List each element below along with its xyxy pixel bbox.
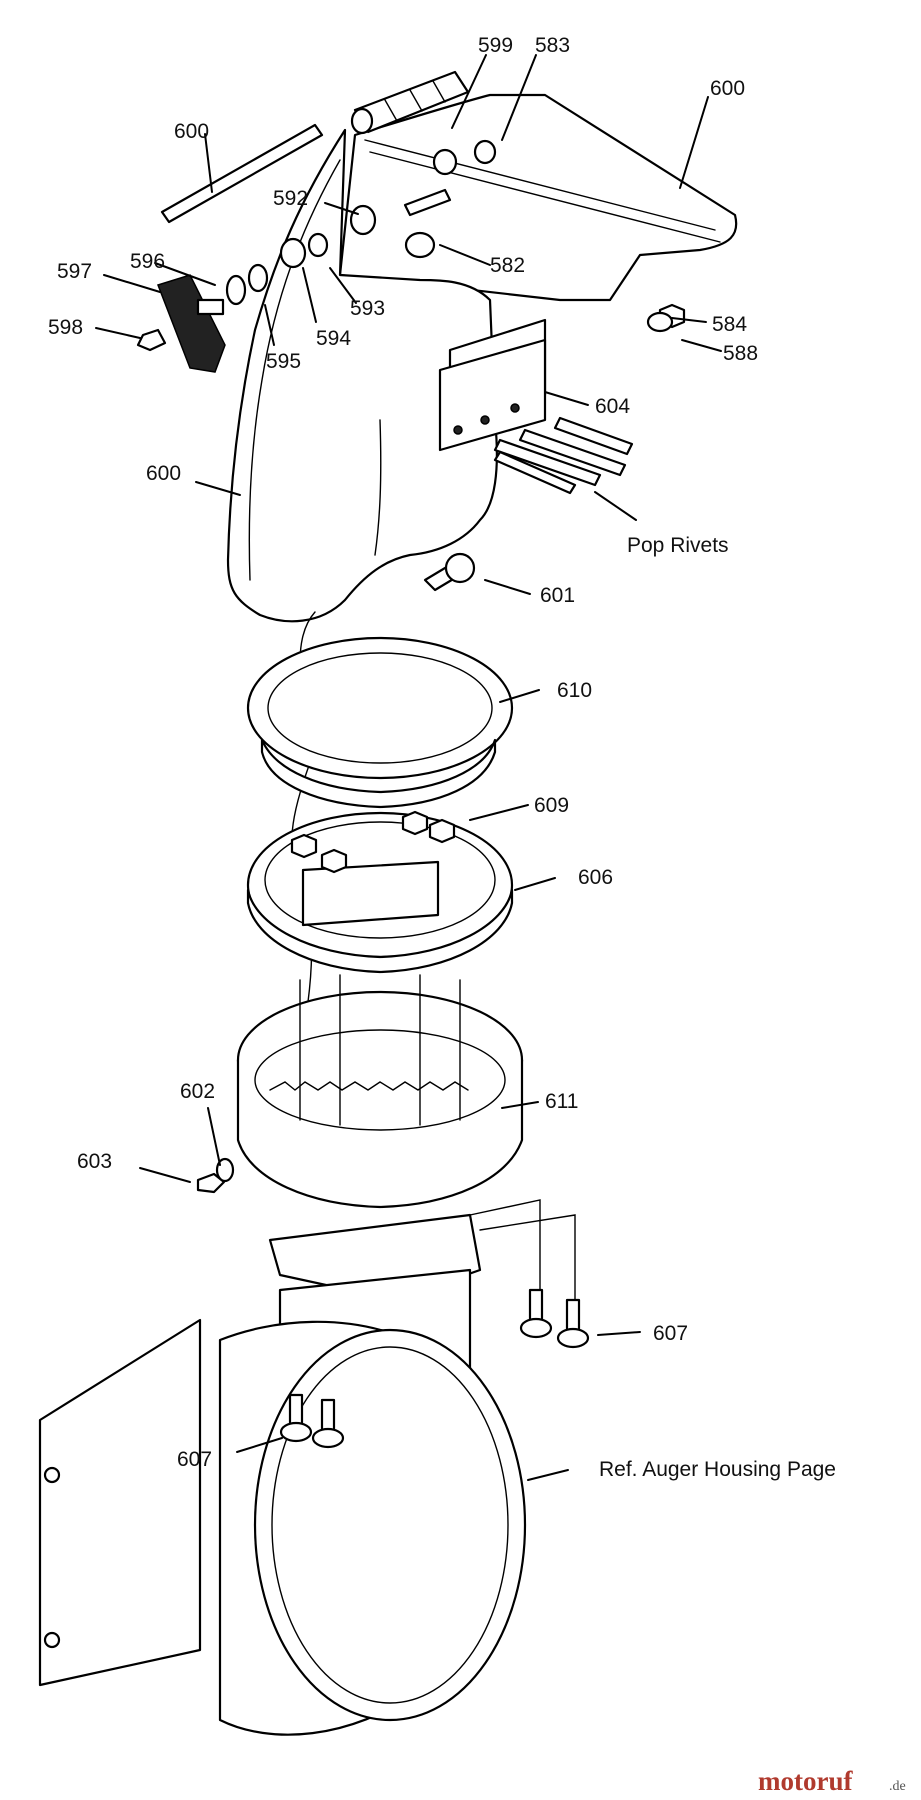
callout-607-left: 607 — [177, 1448, 212, 1471]
callout-588: 588 — [723, 342, 758, 365]
callout-607-right: 607 — [653, 1322, 688, 1345]
motoruf-logo: motoruf .de — [758, 1766, 906, 1796]
callout-582: 582 — [490, 254, 525, 277]
callout-592: 592 — [273, 187, 308, 210]
callout-603: 603 — [77, 1150, 112, 1173]
callout-599: 599 — [478, 34, 513, 57]
lower-chute-and-housing — [38, 1199, 590, 1736]
gear-ring-611 — [196, 974, 524, 1209]
watermark-brand: motoruf — [758, 1766, 853, 1796]
callout-611: 611 — [545, 1090, 578, 1113]
callout-600-chute: 600 — [146, 462, 181, 485]
callout-598: 598 — [48, 316, 83, 339]
callout-593: 593 — [350, 297, 385, 320]
callout-597: 597 — [57, 260, 92, 283]
callout-610: 610 — [557, 679, 592, 702]
callout-583: 583 — [535, 34, 570, 57]
callout-pop-rivets: Pop Rivets — [627, 534, 729, 557]
callout-602: 602 — [180, 1080, 215, 1103]
leader-lines — [95, 54, 722, 1481]
callout-584: 584 — [712, 313, 747, 336]
callout-601: 601 — [540, 584, 575, 607]
callout-604: 604 — [595, 395, 630, 418]
chute-ring-610 — [246, 636, 514, 809]
callout-labels: 599 583 600 600 592 596 597 582 593 584 … — [48, 34, 836, 1481]
callout-594: 594 — [316, 327, 351, 350]
callout-606: 606 — [578, 866, 613, 889]
chute-plate-606 — [246, 810, 514, 974]
callout-596: 596 — [130, 250, 165, 273]
callout-ref-auger-housing: Ref. Auger Housing Page — [599, 1458, 836, 1481]
callout-600-rod: 600 — [174, 120, 209, 143]
callout-600-deflector: 600 — [710, 77, 745, 100]
chute-deflector — [338, 70, 738, 302]
deflector-rod — [160, 123, 324, 224]
callout-595: 595 — [266, 350, 301, 373]
callout-609: 609 — [534, 794, 569, 817]
watermark-tld: .de — [889, 1779, 906, 1794]
adjustment-knob-hardware — [136, 139, 686, 373]
